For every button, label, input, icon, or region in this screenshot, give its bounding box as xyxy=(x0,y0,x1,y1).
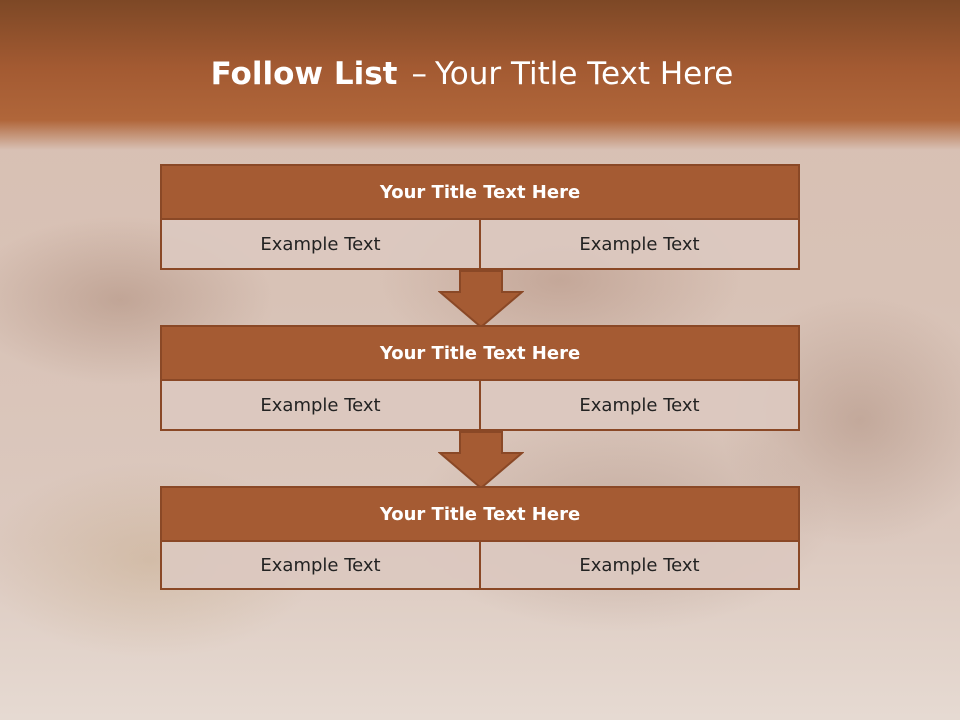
step-cell-right: Example Text xyxy=(481,542,800,590)
step-block-3: Your Title Text Here Example Text Exampl… xyxy=(160,486,800,590)
header-band xyxy=(0,0,960,150)
step-row: Example Text Example Text xyxy=(160,381,800,431)
step-cell-right: Example Text xyxy=(481,220,800,270)
step-row: Example Text Example Text xyxy=(160,220,800,270)
step-title: Your Title Text Here xyxy=(160,486,800,542)
slide-title-rest: Your Title Text Here xyxy=(434,56,734,92)
step-row: Example Text Example Text xyxy=(160,542,800,590)
step-block-2: Your Title Text Here Example Text Exampl… xyxy=(160,325,800,431)
step-cell-left: Example Text xyxy=(160,220,481,270)
down-arrow-icon xyxy=(438,431,524,489)
step-cell-left: Example Text xyxy=(160,381,481,431)
step-title: Your Title Text Here xyxy=(160,164,800,220)
down-arrow-icon xyxy=(438,270,524,328)
step-cell-left: Example Text xyxy=(160,542,481,590)
step-block-1: Your Title Text Here Example Text Exampl… xyxy=(160,164,800,270)
slide-title-bold: Follow List xyxy=(210,56,398,92)
step-title: Your Title Text Here xyxy=(160,325,800,381)
slide-title: Follow List–Your Title Text Here xyxy=(0,56,944,92)
step-cell-right: Example Text xyxy=(481,381,800,431)
title-dash: – xyxy=(411,56,427,92)
